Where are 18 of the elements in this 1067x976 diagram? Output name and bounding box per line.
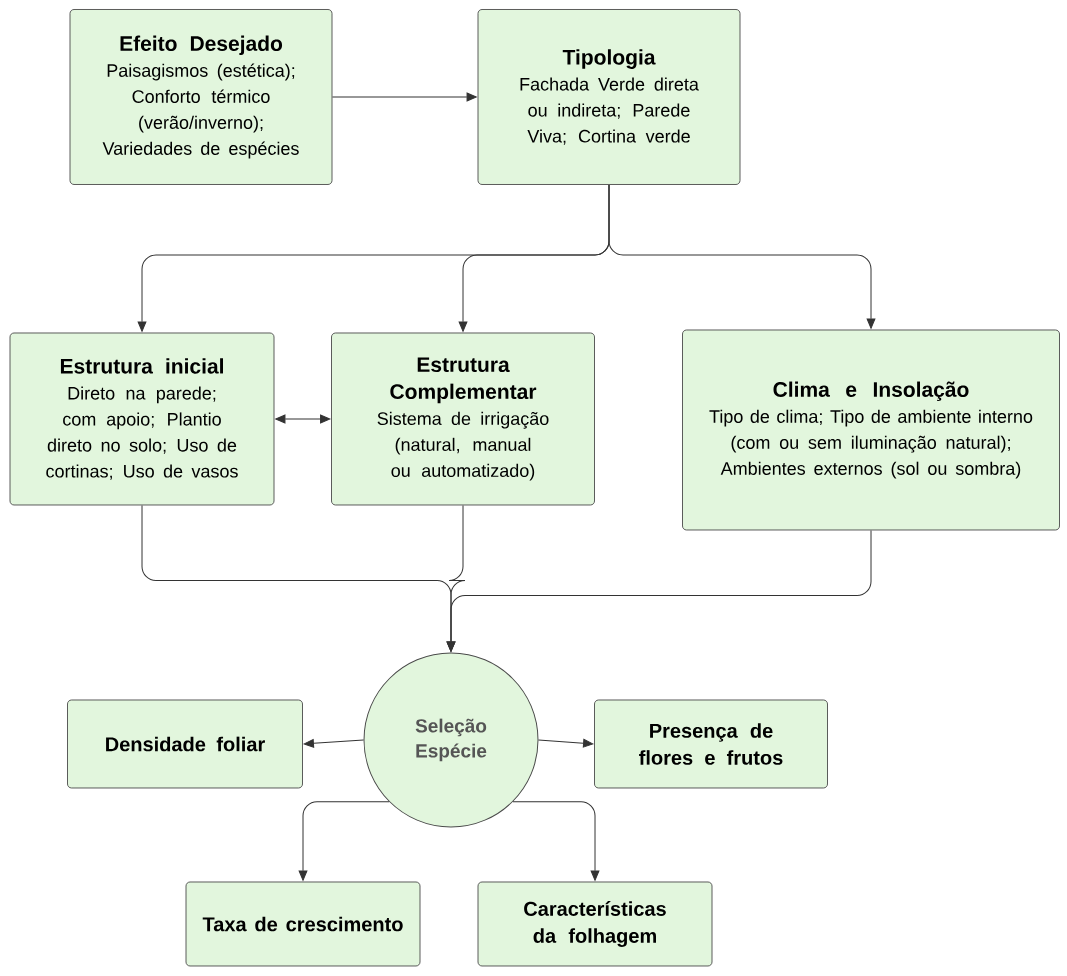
process-box: Efeito Desejado Paisagismos (estética); Conforto térmico (verão/inverno); Variedades de espécies: [69, 9, 333, 185]
process-box: Taxa de crescimento: [185, 881, 421, 967]
arrow: [331, 92, 477, 102]
process-box: Tipologia Fachada Verde direta ou indireta; Parede Viva; Cortina verde: [477, 9, 741, 185]
process-box: Estrutura Complementar Sistema de irrigação (natural, manual ou automatizado): [331, 332, 595, 506]
double-arrow: [275, 414, 331, 424]
process-box: Densidade foliar: [67, 699, 303, 789]
arrow: [538, 738, 594, 748]
arrow: [298, 801, 390, 881]
arrow: [303, 738, 364, 748]
arrow: [512, 801, 600, 881]
process-box: Clima e Insolação Tipo de clima; Tipo de ambiente interno (com ou sem iluminação natural); Ambientes externos (sol ou sombra): [682, 329, 1060, 531]
process-box: Estrutura inicial Direto na parede; com apoio; Plantio direto no solo; Uso de cortinas; Uso de vasos: [9, 332, 275, 506]
process-box: Características da folhagem: [477, 881, 713, 967]
process-box: Presença de flores e frutos: [594, 699, 828, 789]
arrow: [446, 529, 872, 652]
arrow: [608, 184, 876, 329]
circle-node: Seleção Espécie: [363, 652, 539, 828]
